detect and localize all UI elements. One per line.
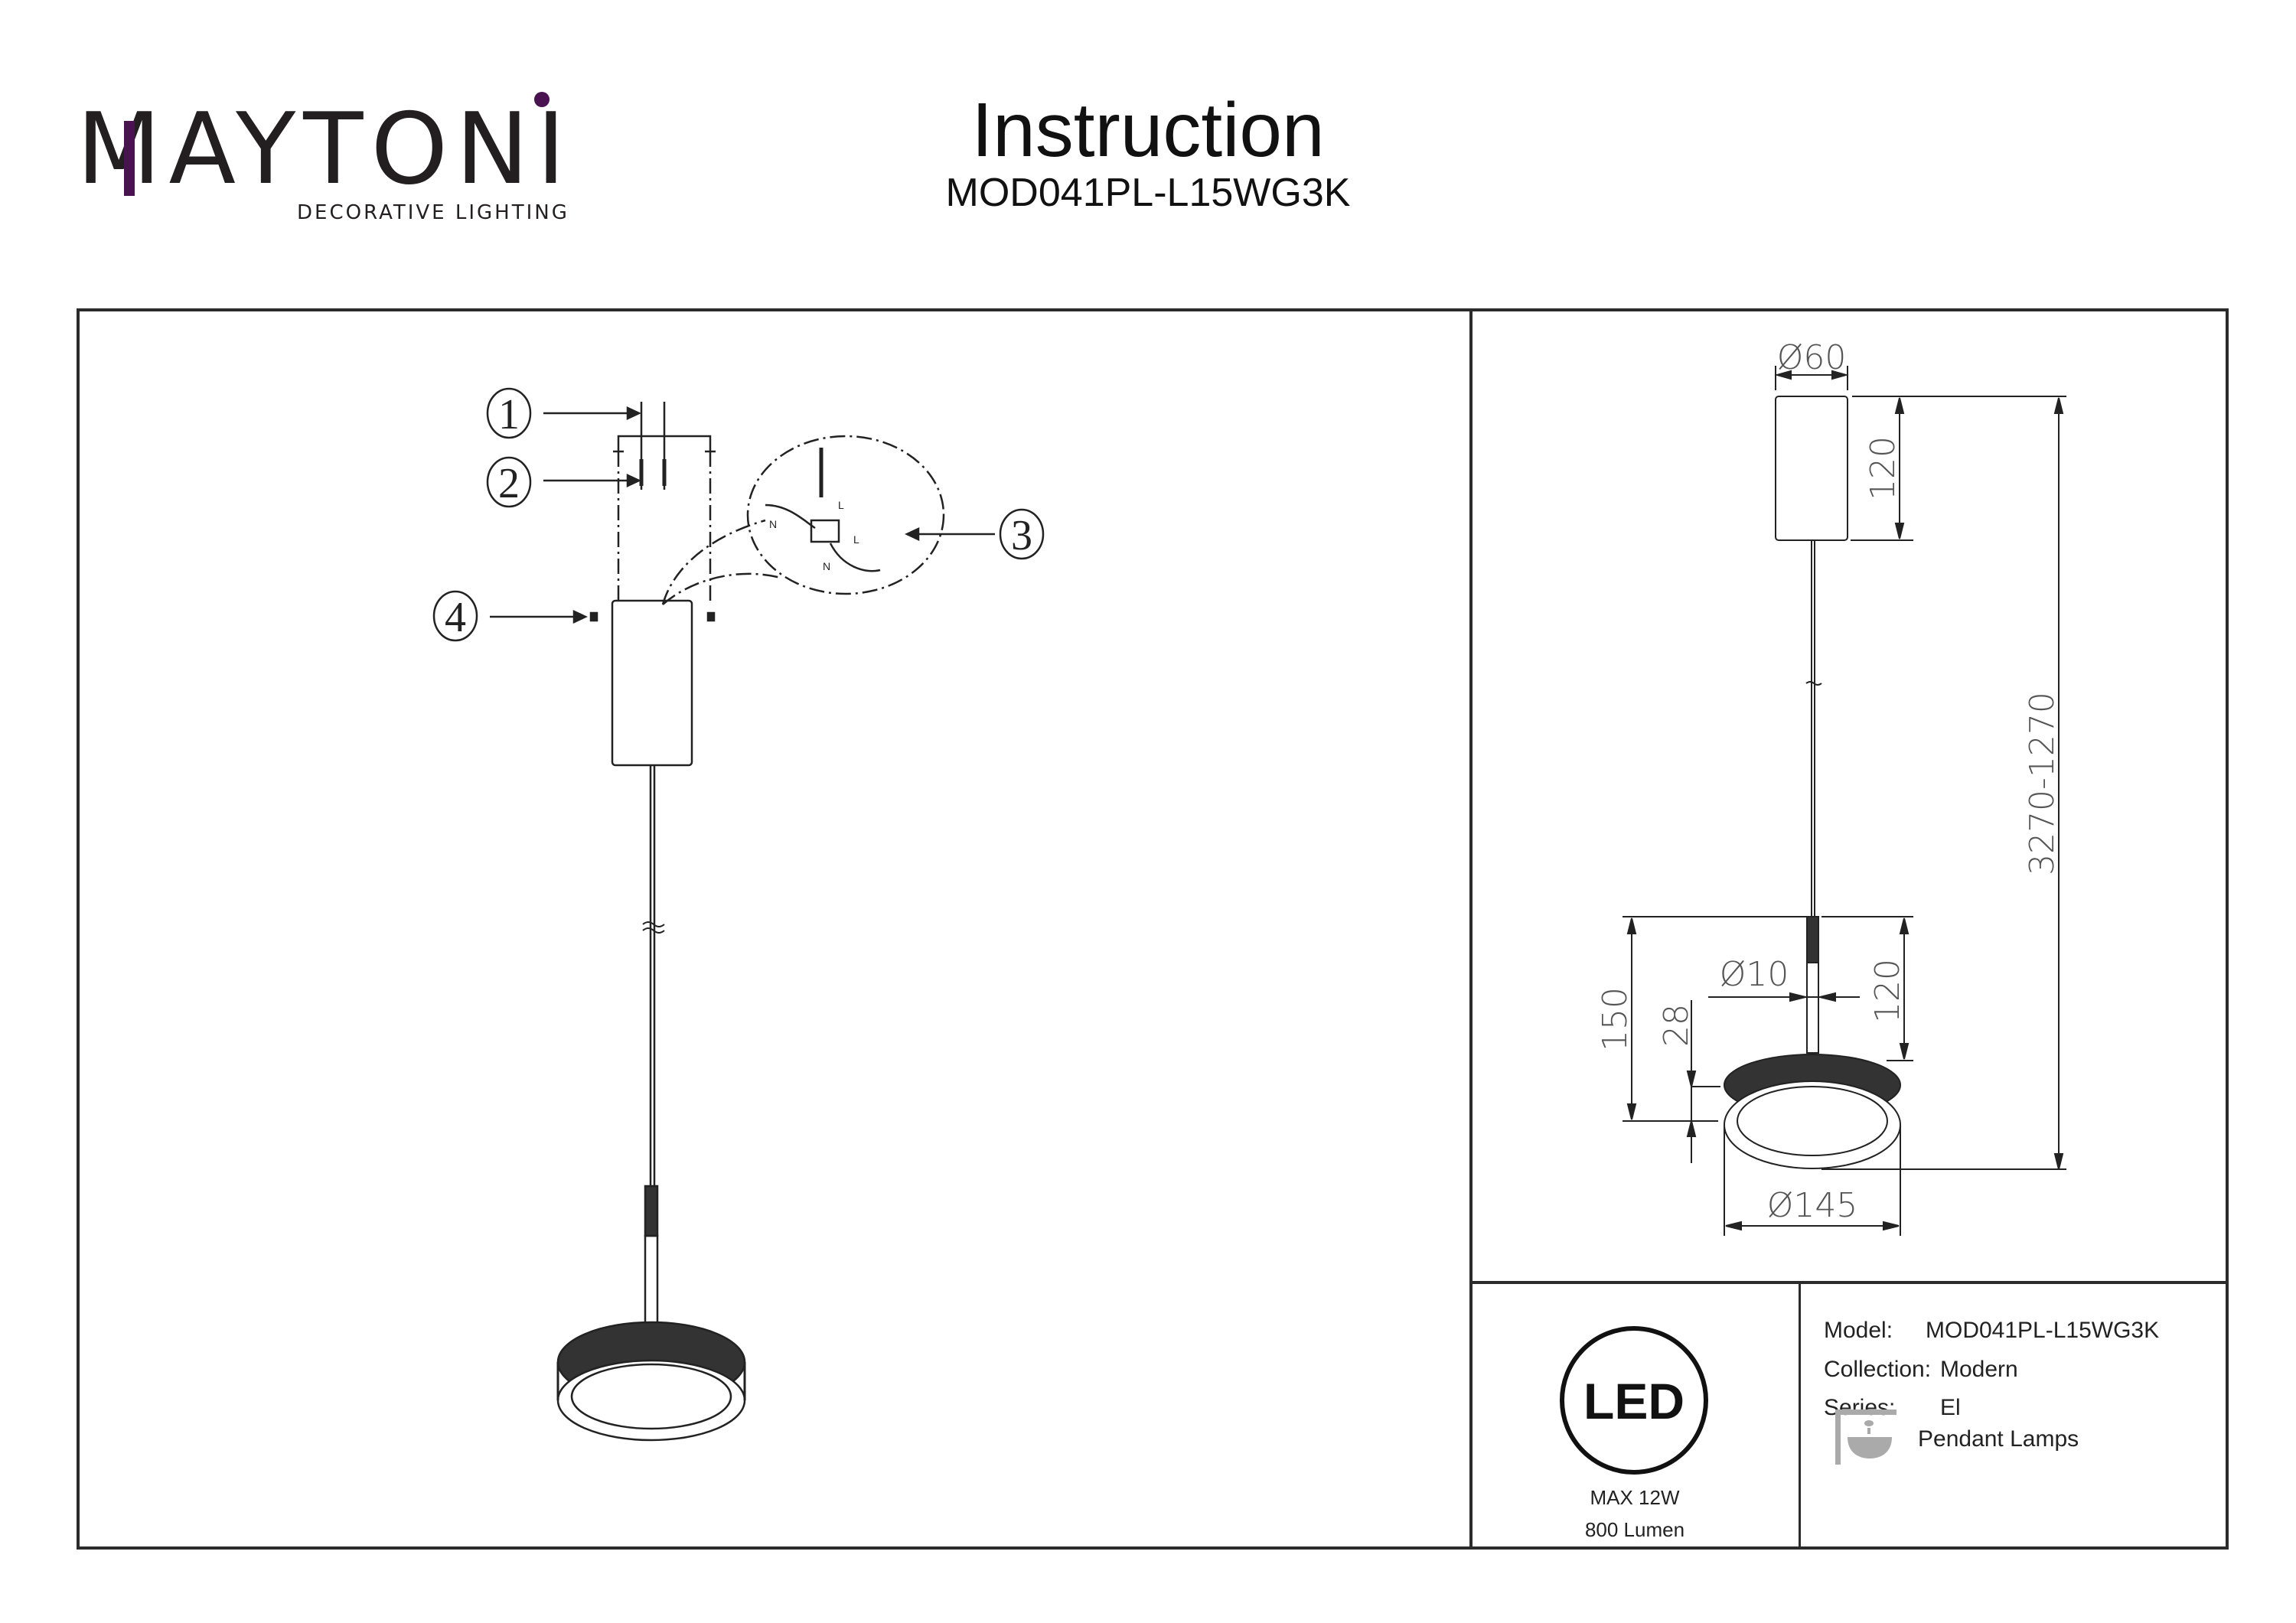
- wiring-detail-circle: [746, 435, 945, 595]
- dim-shade-height: 28: [1657, 1004, 1696, 1047]
- frame-divider-horizontal: [1469, 1281, 2229, 1284]
- screws-icon: [639, 459, 667, 486]
- rod: [644, 1234, 659, 1329]
- model-value: MOD041PL-L15WG3K: [1926, 1318, 2160, 1343]
- dim-canopy: [1775, 396, 1848, 541]
- wire-label-l2: L: [853, 533, 859, 546]
- callout-2: 2: [486, 456, 641, 508]
- dim-rod-diameter: Ø10: [1720, 955, 1789, 994]
- brand-name: MAYTONI: [77, 93, 573, 207]
- callout-4: 4: [432, 590, 588, 642]
- dimension-drawing: Ø60 120 3270-1270 150 28 Ø10 120 Ø145: [1596, 338, 2066, 1236]
- model-code: MOD041PL-L15WG3K: [945, 171, 1351, 215]
- drawing-frame: [77, 308, 2229, 1550]
- max-power: MAX 12W: [1590, 1486, 1680, 1509]
- wire-label-l1: L: [838, 499, 844, 511]
- collection-value: Modern: [1940, 1357, 2018, 1382]
- lumen-output: 800 Lumen: [1584, 1518, 1685, 1541]
- led-icon: LED: [1560, 1326, 1708, 1475]
- side-screw-left: [589, 611, 598, 622]
- callout-3: 3: [905, 508, 1045, 560]
- assembly-drawing: 1 2 L N L N: [432, 387, 1045, 1442]
- canopy: [611, 599, 693, 767]
- series-value: El: [1940, 1395, 1961, 1420]
- wall-anchors-icon: [640, 402, 666, 490]
- knurled-sleeve: [644, 1185, 659, 1237]
- brand-logo: MAYTONI DECORATIVE LIGHTING: [77, 90, 569, 228]
- dim-rod-height: 120: [1868, 959, 1907, 1023]
- wire-label-n1: N: [769, 518, 777, 530]
- dim-lamp-height: 150: [1596, 987, 1635, 1051]
- collection-label: Collection:: [1824, 1357, 1932, 1382]
- dim-canopy-height: 120: [1864, 436, 1903, 500]
- frame-divider-vertical: [1469, 308, 1473, 1550]
- pendant-lamp-icon: [1835, 1410, 1896, 1465]
- led-badge-text: LED: [1583, 1373, 1684, 1429]
- side-screw-right: [706, 611, 716, 622]
- wire-label-n2: N: [823, 560, 830, 572]
- dim-shade-diameter: Ø145: [1767, 1186, 1858, 1225]
- dim-canopy-diameter: Ø60: [1777, 338, 1847, 377]
- dim-total-height: 3270-1270: [2023, 692, 2062, 875]
- logo-dot: [534, 92, 550, 107]
- callout-2-label: 2: [498, 460, 520, 507]
- callout-3-label: 3: [1011, 512, 1032, 559]
- info-divider: [1799, 1281, 1801, 1550]
- terminal-block-icon: L N L N: [765, 448, 881, 572]
- category-label: Pendant Lamps: [1918, 1426, 2079, 1452]
- page-title: Instruction: [971, 87, 1325, 173]
- mounting-bracket: [617, 435, 712, 451]
- callout-1-label: 1: [498, 391, 520, 438]
- brand-tagline: DECORATIVE LIGHTING: [297, 201, 569, 224]
- callout-1: 1: [486, 387, 641, 439]
- callout-4-label: 4: [445, 594, 466, 641]
- model-label: Model:: [1824, 1318, 1893, 1343]
- diffuser: [570, 1363, 732, 1430]
- logo-accent-stroke: [124, 121, 135, 196]
